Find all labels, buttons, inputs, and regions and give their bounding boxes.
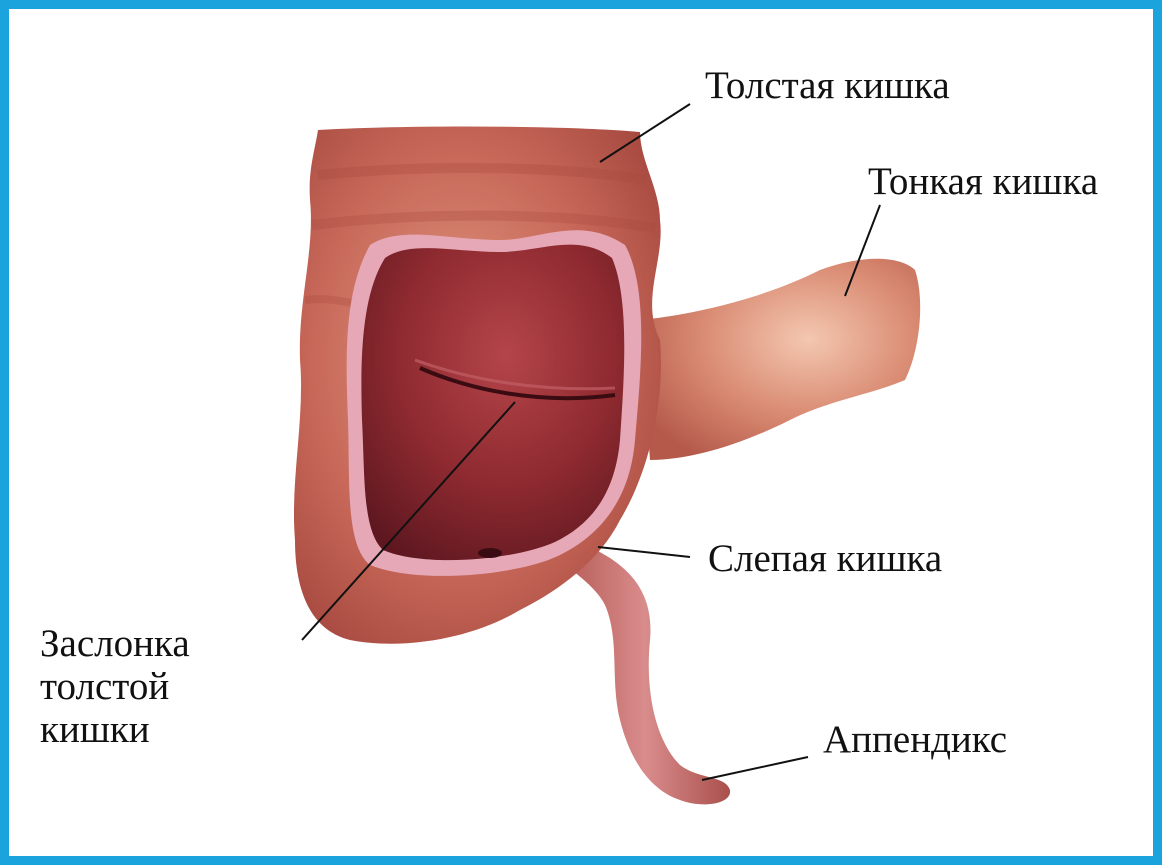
appendix-orifice bbox=[478, 548, 502, 558]
label-caecum: Слепая кишка bbox=[708, 537, 942, 580]
label-valve-line-3: кишки bbox=[40, 708, 190, 751]
small-intestine-shape bbox=[640, 259, 920, 460]
label-valve: Заслонка толстой кишки bbox=[40, 622, 190, 751]
leader-appendix bbox=[702, 757, 808, 780]
leader-caecum bbox=[598, 547, 690, 557]
lumen-interior bbox=[361, 245, 624, 560]
label-valve-line-1: Заслонка bbox=[40, 622, 190, 665]
appendix-shape bbox=[560, 545, 730, 804]
label-appendix: Аппендикс bbox=[823, 718, 1007, 761]
label-small-intestine: Тонкая кишка bbox=[868, 160, 1098, 203]
label-large-intestine: Толстая кишка bbox=[705, 64, 950, 107]
label-valve-line-2: толстой bbox=[40, 665, 190, 708]
